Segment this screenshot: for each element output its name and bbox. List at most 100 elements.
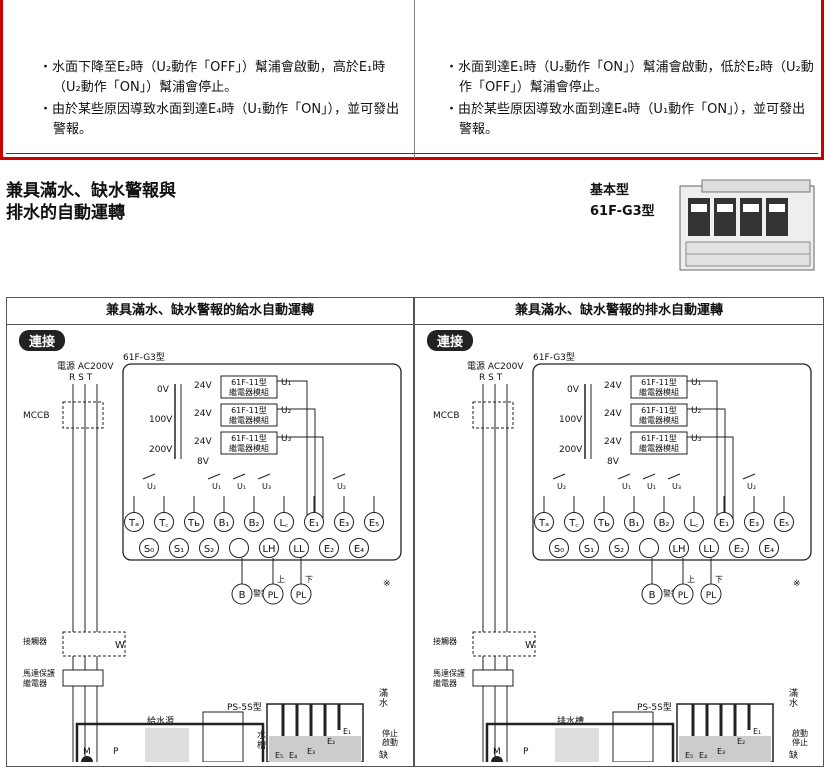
column-divider bbox=[414, 0, 415, 158]
mccb-label: MCCB bbox=[433, 411, 460, 421]
relay-sub: 繼電器模組 bbox=[229, 443, 269, 453]
terminal-tb bbox=[594, 512, 614, 532]
terminal-s1 bbox=[579, 538, 599, 558]
left-bullet-2: ・由於某些原因導致水面到達E₄時（U₁動作「ON」），並可發出警報。 bbox=[39, 102, 400, 137]
down-label: 下 bbox=[715, 575, 723, 584]
contactor-label: 接觸器 bbox=[23, 636, 47, 646]
terminal-e1 bbox=[714, 512, 734, 532]
contact bbox=[552, 473, 566, 480]
e4-label: E₄ bbox=[289, 751, 297, 760]
contact-label: U₁ bbox=[237, 482, 246, 491]
terminal-label: E₃ bbox=[339, 518, 349, 529]
volt-8v: 8V bbox=[197, 457, 210, 467]
relay-box bbox=[220, 375, 278, 399]
terminal-e5 bbox=[364, 512, 384, 532]
contact-label: U₁ bbox=[647, 482, 656, 491]
relay-sub: 繼電器模組 bbox=[229, 387, 269, 397]
volt-200v: 200V bbox=[559, 445, 583, 455]
terminal-label: B₁ bbox=[219, 518, 230, 529]
contact bbox=[257, 473, 271, 480]
full-label-2: 水 bbox=[379, 697, 388, 709]
relay-sub: 繼電器模組 bbox=[639, 415, 679, 425]
relay-model: 61F-11型 bbox=[641, 378, 677, 387]
section-heading: 兼具滿水、缺水警報與 排水的自動運轉 bbox=[6, 180, 176, 224]
water-level bbox=[269, 736, 361, 762]
relay-wire bbox=[687, 408, 726, 520]
terminal-tc bbox=[154, 512, 174, 532]
relay-wire bbox=[687, 436, 734, 520]
terminal-e2 bbox=[729, 538, 749, 558]
overload-box bbox=[472, 669, 514, 687]
contact-label: U₂ bbox=[557, 482, 566, 491]
mccb-label: MCCB bbox=[23, 411, 50, 421]
electrode-holder bbox=[676, 703, 774, 762]
water-level bbox=[679, 736, 771, 762]
terminal-label: L꜀ bbox=[689, 518, 699, 529]
relay-model: 61F-11型 bbox=[231, 406, 267, 415]
relay-model: 61F-11型 bbox=[231, 378, 267, 387]
terminal-label: Tь bbox=[187, 518, 200, 529]
relay-wire bbox=[687, 380, 718, 520]
heading-line-2: 排水的自動運轉 bbox=[6, 203, 125, 223]
terminal-tc bbox=[564, 512, 584, 532]
terminal-b2 bbox=[244, 512, 264, 532]
connection-badge: 連接 bbox=[427, 330, 474, 351]
motor-label: M bbox=[493, 747, 501, 757]
terminal-label: LH bbox=[672, 544, 685, 555]
building bbox=[202, 711, 244, 762]
overload-label-2: 繼電器 bbox=[23, 678, 47, 688]
e2-label: E₂ bbox=[737, 737, 745, 746]
pl-label: PL bbox=[268, 591, 278, 601]
contact bbox=[142, 473, 156, 480]
left-description: ・水面下降至E₂時（U₂動作「OFF」）幫浦會啟動，高於E₁時（U₂動作「ON」… bbox=[39, 58, 409, 142]
rst-label: R S T bbox=[69, 373, 93, 383]
note-mark: ※ bbox=[793, 579, 801, 589]
contact-label: U₂ bbox=[337, 482, 346, 491]
terminal-e4 bbox=[349, 538, 369, 558]
relay-u-label: U₂ bbox=[281, 406, 292, 416]
terminal-ta bbox=[534, 512, 554, 532]
contactor-label: 接觸器 bbox=[433, 636, 457, 646]
terminal-lh bbox=[669, 538, 689, 558]
terminal-ll bbox=[699, 538, 719, 558]
terminal-e1 bbox=[304, 512, 324, 532]
relay-wire bbox=[277, 380, 308, 520]
source-water bbox=[555, 728, 599, 762]
connection-badge: 連接 bbox=[19, 330, 66, 351]
terminal-label: LH bbox=[262, 544, 275, 555]
mid2-label: 停止 bbox=[792, 737, 808, 747]
building bbox=[612, 711, 654, 762]
overload-label: 馬達保護 bbox=[433, 668, 465, 678]
e1-label: E₁ bbox=[753, 727, 761, 736]
model-label: 基本型 61F-G3型 bbox=[590, 180, 655, 222]
motor-label: M bbox=[83, 747, 91, 757]
full-label: 滿 bbox=[379, 687, 388, 699]
terminal-label: B₂ bbox=[659, 518, 670, 529]
model-name: 61F-G3型 bbox=[590, 204, 655, 219]
contactor-box bbox=[472, 631, 536, 657]
relay-sub: 繼電器模組 bbox=[639, 443, 679, 453]
volt-0v: 0V bbox=[567, 385, 580, 395]
terminal-label: Tь bbox=[597, 518, 610, 529]
relay-u-label: U₂ bbox=[691, 406, 702, 416]
low-label: 缺 bbox=[789, 749, 798, 761]
bell-text: 警鈴 bbox=[253, 588, 269, 598]
bell-label: B bbox=[239, 590, 246, 601]
terminal-label: E₂ bbox=[734, 544, 744, 555]
contact-label: U₃ bbox=[262, 482, 271, 491]
right-bullet-2: ・由於某些原因導致水面到達E₄時（U₁動作「ON」），並可發出警報。 bbox=[445, 102, 806, 137]
relay-sub: 繼電器模組 bbox=[229, 415, 269, 425]
e2-label: E₂ bbox=[327, 737, 335, 746]
terminal-b2 bbox=[654, 512, 674, 532]
terminal-e3 bbox=[334, 512, 354, 532]
contact-label: U₁ bbox=[622, 482, 631, 491]
volt-24v: 24V bbox=[194, 381, 212, 391]
terminal-blank bbox=[639, 538, 659, 558]
terminal-blank bbox=[229, 538, 249, 558]
volt-8v: 8V bbox=[607, 457, 620, 467]
terminal-label: Tₐ bbox=[128, 518, 139, 529]
pl-label: PL bbox=[296, 591, 306, 601]
tank-label-2: 槽 bbox=[257, 739, 266, 751]
